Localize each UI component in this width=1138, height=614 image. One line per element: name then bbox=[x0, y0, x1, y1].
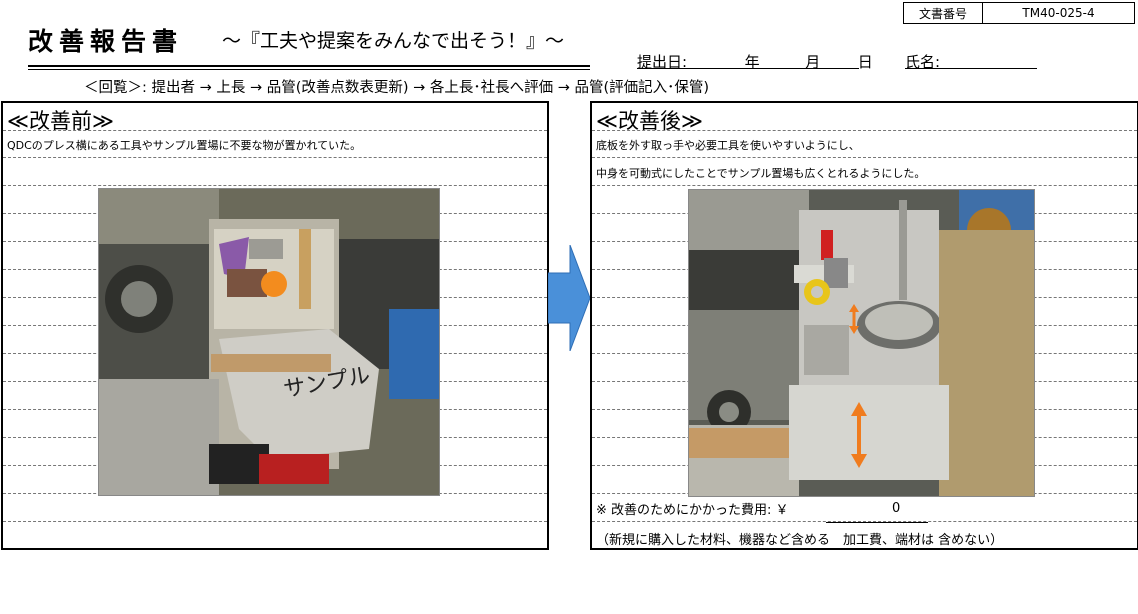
name-label: 氏名: bbox=[905, 53, 941, 71]
report-subtitle: 〜『工夫や提案をみんなで出そう！』〜 bbox=[222, 30, 565, 52]
doc-number-box: 文書番号 TM40-025-4 bbox=[903, 2, 1135, 24]
title-rule-thin bbox=[28, 69, 590, 70]
name-underline bbox=[905, 68, 1037, 69]
after-note-2: 中身を可動式にしたことでサンプル置場も広くとれるようにした。 bbox=[596, 167, 926, 180]
cost-note: （新規に購入した材料、機器など含める 加工費、端材は 含めない） bbox=[596, 533, 1004, 548]
cost-label: ※ 改善のためにかかった費用: ￥ bbox=[596, 503, 789, 518]
divider bbox=[3, 157, 547, 158]
divider bbox=[3, 130, 547, 131]
month-label: 月 bbox=[805, 53, 821, 71]
title-rule bbox=[28, 65, 590, 67]
transition-arrow-icon bbox=[547, 244, 591, 352]
before-heading: ≪改善前≫ bbox=[7, 109, 114, 133]
divider bbox=[592, 521, 1137, 522]
date-underline bbox=[637, 68, 859, 69]
after-heading: ≪改善後≫ bbox=[596, 109, 703, 133]
after-panel: ≪改善後≫ 底板を外す取っ手や必要工具を使いやすいようにし、 中身を可動式にした… bbox=[590, 101, 1138, 550]
report-title: 改善報告書 bbox=[28, 27, 184, 56]
before-photo: サンプル bbox=[98, 188, 440, 496]
submit-date-label: 提出日: bbox=[637, 53, 688, 71]
divider bbox=[592, 157, 1137, 158]
cost-value: 0 bbox=[892, 501, 901, 516]
submit-date-row: 提出日: 年 月 日 bbox=[637, 51, 873, 72]
circulation-flow: ＜回覧＞: 提出者 → 上長 → 品管(改善点数表更新) → 各上長･社長へ評価… bbox=[84, 80, 710, 96]
divider bbox=[3, 185, 547, 186]
doc-number-label: 文書番号 bbox=[904, 3, 983, 23]
divider bbox=[592, 130, 1137, 131]
before-note: QDCのプレス横にある工具やサンプル置場に不要な物が置かれていた。 bbox=[7, 139, 362, 152]
after-photo bbox=[688, 189, 1035, 497]
before-panel: ≪改善前≫ QDCのプレス横にある工具やサンプル置場に不要な物が置かれていた。 bbox=[1, 101, 549, 550]
divider bbox=[3, 521, 547, 522]
year-label: 年 bbox=[744, 53, 760, 71]
after-note-1: 底板を外す取っ手や必要工具を使いやすいようにし、 bbox=[596, 139, 860, 152]
cost-underline bbox=[826, 522, 928, 523]
doc-number-value: TM40-025-4 bbox=[1022, 6, 1095, 20]
day-label: 日 bbox=[857, 53, 873, 71]
divider bbox=[592, 185, 1137, 186]
